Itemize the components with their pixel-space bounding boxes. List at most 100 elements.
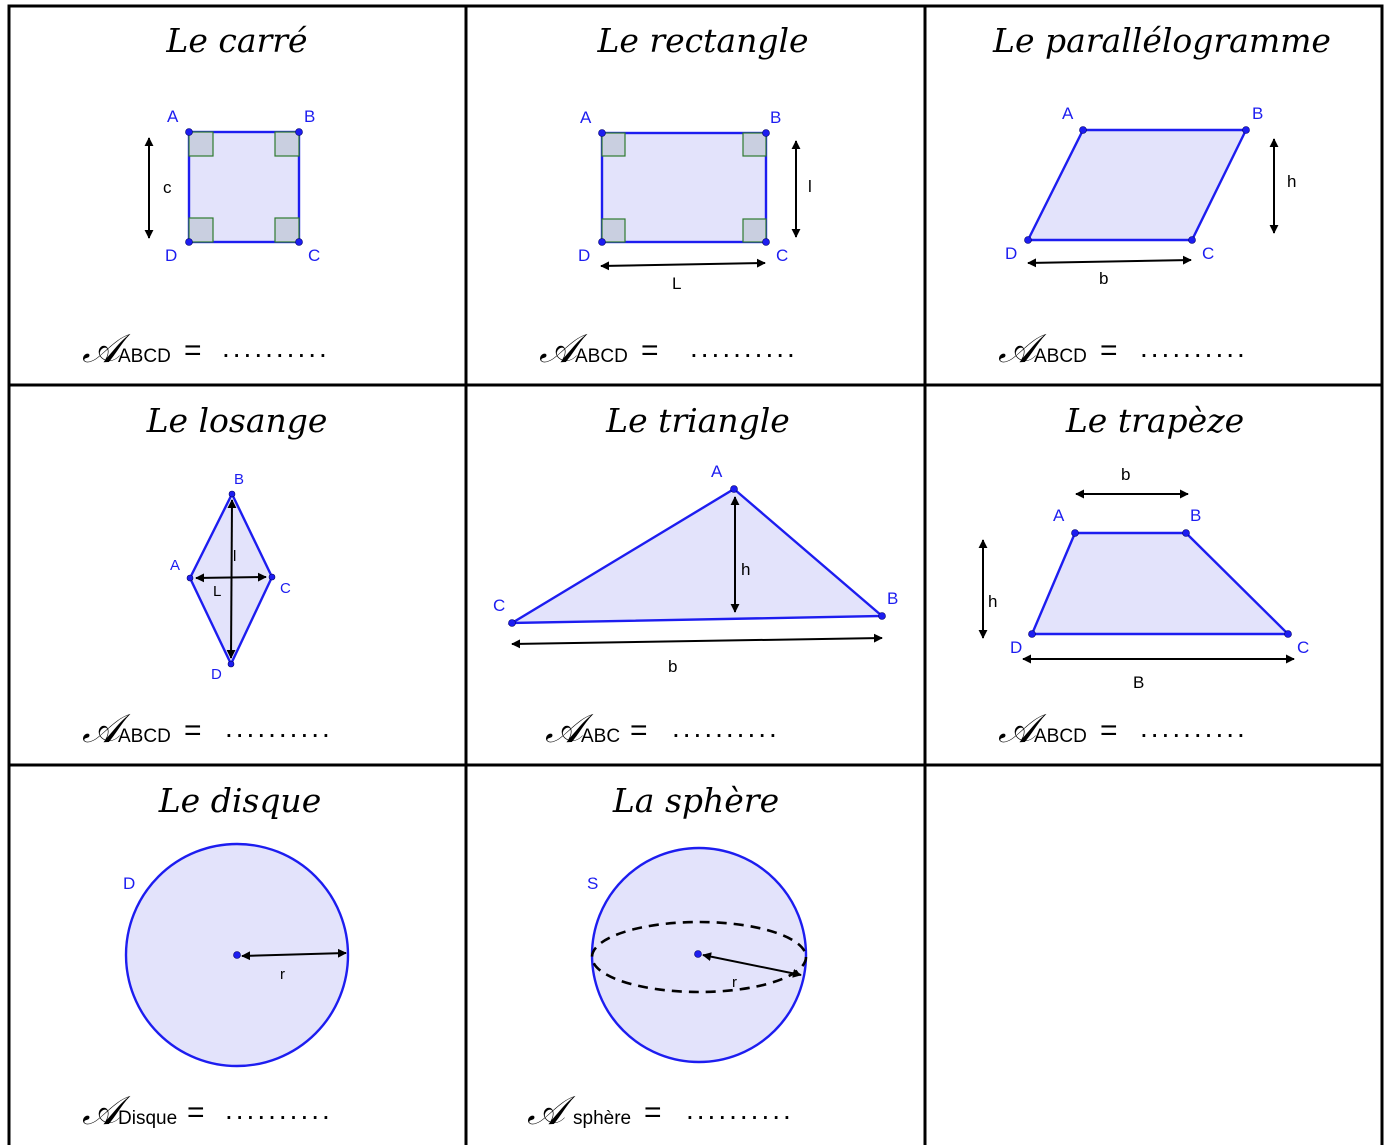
cell-carre: Le carré A B C D c 𝒜 ABCD = .......... <box>82 21 330 372</box>
dimension-label: b <box>1121 465 1130 484</box>
vertex-label: B <box>234 471 244 488</box>
area-blank: .......... <box>225 1094 333 1125</box>
base-arrow <box>511 633 883 649</box>
area-subscript: ABCD <box>118 346 171 367</box>
vertex-label: D <box>1010 638 1022 657</box>
area-subscript: ABCD <box>1034 346 1087 367</box>
dimension-label: L <box>672 274 681 293</box>
vertex-label: A <box>1053 506 1065 525</box>
vertex-label: A <box>580 108 592 127</box>
dimension-label: b <box>668 657 677 676</box>
vertex-label: D <box>211 666 222 683</box>
cell-triangle: Le triangle A B C h b 𝒜 ABC = .......... <box>493 401 898 752</box>
vertex-label: B <box>1190 506 1201 525</box>
dimension-label: r <box>280 966 285 983</box>
dimension-label: l <box>233 548 236 565</box>
parallelogram-figure <box>1024 126 1250 244</box>
vertex-label: C <box>493 596 505 615</box>
vertex-label: D <box>165 246 177 265</box>
cell-title: Le losange <box>146 401 328 440</box>
cell-title: Le triangle <box>605 401 790 440</box>
rectangle-figure <box>598 129 770 246</box>
vertex-label: C <box>1202 244 1214 263</box>
vertex-label: C <box>280 580 291 597</box>
area-equals: = <box>184 334 202 367</box>
dimension-label: B <box>1133 673 1144 692</box>
area-formula: 𝒜 ABCD = .......... <box>82 326 330 372</box>
cell-title: Le rectangle <box>596 21 808 60</box>
area-blank: .......... <box>1140 332 1248 363</box>
shape-label: S <box>587 874 598 893</box>
vertical-diagonal-arrow <box>226 499 237 659</box>
vertex-label: B <box>887 589 898 608</box>
area-blank: .......... <box>225 712 333 743</box>
area-equals: = <box>630 714 648 747</box>
cell-parallelogramme: Le parallélogramme A B C D h b 𝒜 ABCD = … <box>992 21 1331 372</box>
vertex-label: B <box>770 108 781 127</box>
area-equals: = <box>1100 334 1118 367</box>
triangle-figure <box>507 485 886 627</box>
area-equals: = <box>187 1096 205 1129</box>
area-subscript: ABC <box>581 726 620 747</box>
area-subscript: ABCD <box>575 346 628 367</box>
dimension-label: r <box>732 974 737 991</box>
vertex-label: A <box>170 557 180 574</box>
cell-title: Le parallélogramme <box>992 21 1331 60</box>
cell-trapeze: Le trapèze A B C D b h B 𝒜 ABCD = ......… <box>978 401 1309 752</box>
area-formula: 𝒜 sphère = .......... <box>527 1088 794 1134</box>
dimension-label: L <box>213 583 221 600</box>
table-grid <box>7 4 1384 1145</box>
area-equals: = <box>184 714 202 747</box>
area-blank: .......... <box>1140 712 1248 743</box>
cell-disque: Le disque D r 𝒜 Disque = .......... <box>82 781 350 1134</box>
base-arrow <box>1027 255 1192 268</box>
vertex-label: A <box>1062 104 1074 123</box>
area-formula: 𝒜 Disque = .......... <box>82 1088 333 1134</box>
cell-title: La sphère <box>612 781 779 820</box>
empty-cell <box>927 767 1380 1145</box>
cell-rectangle: Le rectangle A B C D l L 𝒜 ABCD = ......… <box>539 21 812 372</box>
area-symbol: 𝒜 <box>527 1088 576 1134</box>
area-blank: .......... <box>690 332 798 363</box>
radius-arrow <box>241 948 347 961</box>
cell-title: Le disque <box>158 781 321 820</box>
area-equals: = <box>641 334 659 367</box>
sphere-figure <box>590 846 808 1064</box>
area-formula: 𝒜 ABCD = .......... <box>539 326 798 372</box>
vertex-label: D <box>1005 244 1017 263</box>
dimension-label: b <box>1099 269 1108 288</box>
area-formula: 𝒜 ABC = .......... <box>545 706 780 752</box>
area-equals: = <box>644 1096 662 1129</box>
radius-arrow <box>702 952 802 978</box>
area-subscript: ABCD <box>118 726 171 747</box>
area-blank: .......... <box>672 712 780 743</box>
area-subscript: sphère <box>573 1108 631 1129</box>
area-blank: .......... <box>222 332 330 363</box>
cell-sphere: La sphère S r 𝒜 sphère = .......... <box>527 781 808 1134</box>
area-subscript: Disque <box>118 1108 177 1129</box>
area-formula: 𝒜 ABCD = .......... <box>998 706 1248 752</box>
vertex-label: C <box>1297 638 1309 657</box>
vertex-label: D <box>578 246 590 265</box>
cell-losange: Le losange B C D A l L 𝒜 ABCD = ........… <box>82 401 333 752</box>
dimension-label: h <box>988 592 997 611</box>
dimension-label: c <box>163 178 172 197</box>
area-blank: .......... <box>686 1094 794 1125</box>
area-formula: 𝒜 ABCD = .......... <box>998 326 1248 372</box>
dimension-label: h <box>1287 172 1296 191</box>
vertex-label: B <box>1252 104 1263 123</box>
vertex-label: C <box>776 246 788 265</box>
dimension-label: l <box>808 177 812 196</box>
vertex-label: A <box>167 107 179 126</box>
area-subscript: ABCD <box>1034 726 1087 747</box>
square-figure <box>185 128 303 246</box>
length-arrow <box>600 258 766 271</box>
vertex-label: A <box>711 462 723 481</box>
shape-label: D <box>123 874 135 893</box>
trapezoid-figure <box>1028 529 1292 638</box>
cell-title: Le trapèze <box>1065 401 1244 440</box>
area-formula: 𝒜 ABCD = .......... <box>82 706 333 752</box>
area-equals: = <box>1100 714 1118 747</box>
disk-figure <box>124 842 350 1068</box>
